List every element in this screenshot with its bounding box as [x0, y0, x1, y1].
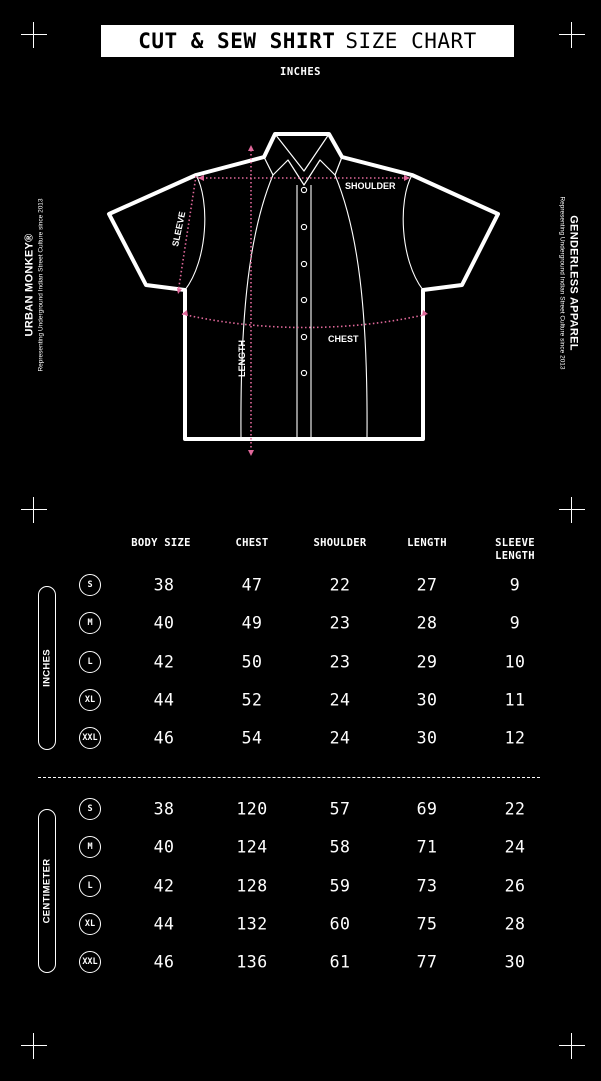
table-cell: 9	[509, 613, 521, 633]
button	[300, 260, 308, 268]
table-cell: 24	[329, 728, 351, 748]
unit-subtitle: INCHES	[280, 66, 321, 78]
button	[300, 369, 308, 377]
table-cell: 24	[504, 837, 526, 857]
table-cell: 22	[329, 575, 351, 595]
table-cell: 38	[153, 575, 175, 595]
shirt-outline	[107, 132, 500, 441]
unit-pill-inches	[38, 586, 56, 750]
chest-measure-line	[181, 313, 429, 329]
table-cell: 52	[241, 690, 263, 710]
table-cell: 71	[416, 837, 438, 857]
table-cell: 24	[329, 690, 351, 710]
table-cell: 77	[416, 952, 438, 972]
table-cell: 42	[153, 652, 175, 672]
crop-mark	[559, 1033, 585, 1059]
shirt-collar	[274, 133, 330, 172]
size-badge: XXL	[79, 727, 101, 750]
table-cell: 10	[504, 652, 526, 672]
table-cell: 30	[504, 952, 526, 972]
table-cell: 22	[504, 799, 526, 819]
table-cell: 30	[416, 690, 438, 710]
table-cell: 27	[416, 575, 438, 595]
button	[300, 333, 308, 341]
table-cell: 75	[416, 914, 438, 934]
shirt-diagram: SHOULDER CHEST SLEEVE LENGTH	[107, 132, 500, 456]
table-cell: 23	[329, 613, 351, 633]
crop-mark	[21, 22, 47, 48]
sleeve-label: SLEEVE	[170, 211, 187, 248]
table-cell: 9	[509, 575, 521, 595]
table-cell: 50	[241, 652, 263, 672]
size-badge: L	[79, 650, 101, 673]
table-cell: 59	[329, 876, 351, 896]
table-cell: 73	[416, 876, 438, 896]
table-cell: 61	[329, 952, 351, 972]
table-cell: 23	[329, 652, 351, 672]
size-badge: L	[79, 874, 101, 897]
crop-mark	[21, 1033, 47, 1059]
size-badge: M	[79, 836, 101, 859]
table-cell: 26	[504, 876, 526, 896]
table-cell: 11	[504, 690, 526, 710]
size-badge: XL	[79, 688, 101, 711]
title-regular: SIZE CHART	[345, 29, 477, 53]
table-cell: 47	[241, 575, 263, 595]
table-cell: 46	[153, 728, 175, 748]
table-cell: 30	[416, 728, 438, 748]
title-bold: CUT & SEW SHIRT	[138, 29, 336, 53]
table-cell: 120	[236, 799, 268, 819]
column-header: BODY SIZE	[131, 537, 191, 549]
table-cell: 128	[236, 876, 268, 896]
table-cell: 44	[153, 914, 175, 934]
shoulder-label: SHOULDER	[345, 181, 396, 191]
table-cell: 40	[153, 613, 175, 633]
column-header: CHEST	[235, 537, 269, 549]
table-cell: 42	[153, 876, 175, 896]
button	[300, 186, 308, 194]
table-cell: 136	[236, 952, 268, 972]
size-badge: S	[79, 574, 101, 596]
table-cell: 12	[504, 728, 526, 748]
table-cell: 69	[416, 799, 438, 819]
button	[300, 296, 308, 304]
table-cell: 49	[241, 613, 263, 633]
table-cell: 132	[236, 914, 268, 934]
table-cell: 28	[416, 613, 438, 633]
chest-label: CHEST	[328, 334, 359, 344]
column-header: LENGTH	[407, 537, 447, 549]
table-cell: 54	[241, 728, 263, 748]
table-cell: 29	[416, 652, 438, 672]
page-title: CUT & SEW SHIRT SIZE CHART	[101, 25, 514, 57]
crop-mark	[21, 497, 47, 523]
unit-label-inches: INCHES	[41, 649, 53, 687]
crop-mark	[559, 22, 585, 48]
length-label: LENGTH	[237, 340, 247, 377]
size-badge: S	[79, 798, 101, 820]
table-cell: 57	[329, 799, 351, 819]
button	[300, 223, 308, 231]
table-cell: 60	[329, 914, 351, 934]
size-badge: XXL	[79, 951, 101, 974]
size-badge: XL	[79, 912, 101, 935]
crop-mark	[559, 497, 585, 523]
unit-pill-centimeter	[38, 809, 56, 973]
table-cell: 28	[504, 914, 526, 934]
column-header: SLEEVE LENGTH	[495, 537, 535, 562]
table-cell: 40	[153, 837, 175, 857]
table-cell: 58	[329, 837, 351, 857]
table-cell: 46	[153, 952, 175, 972]
table-cell: 38	[153, 799, 175, 819]
section-divider	[38, 777, 540, 778]
table-cell: 44	[153, 690, 175, 710]
column-header: SHOULDER	[313, 537, 367, 549]
unit-label-centimeter: CENTIMETER	[41, 858, 53, 924]
size-badge: M	[79, 612, 101, 635]
table-cell: 124	[236, 837, 268, 857]
